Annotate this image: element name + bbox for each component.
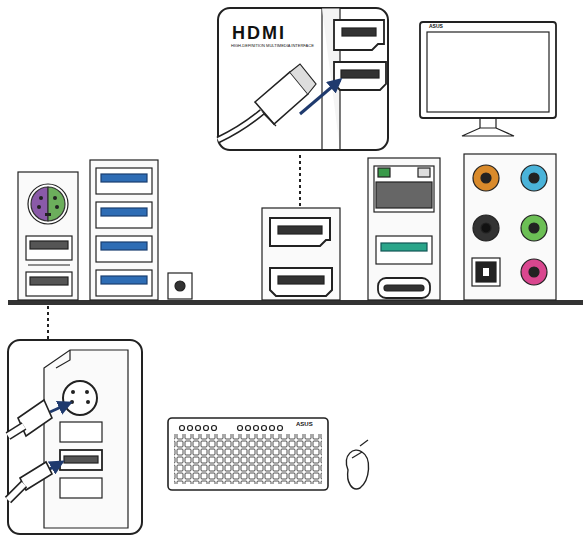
hdmi-logo: HDMI [232,24,286,42]
hdmi-tagline: HIGH-DEFINITION MULTIMEDIA INTERFACE [231,44,314,48]
monitor-logo: ASUS [429,24,443,29]
keyboard-logo: ASUS [296,421,313,427]
